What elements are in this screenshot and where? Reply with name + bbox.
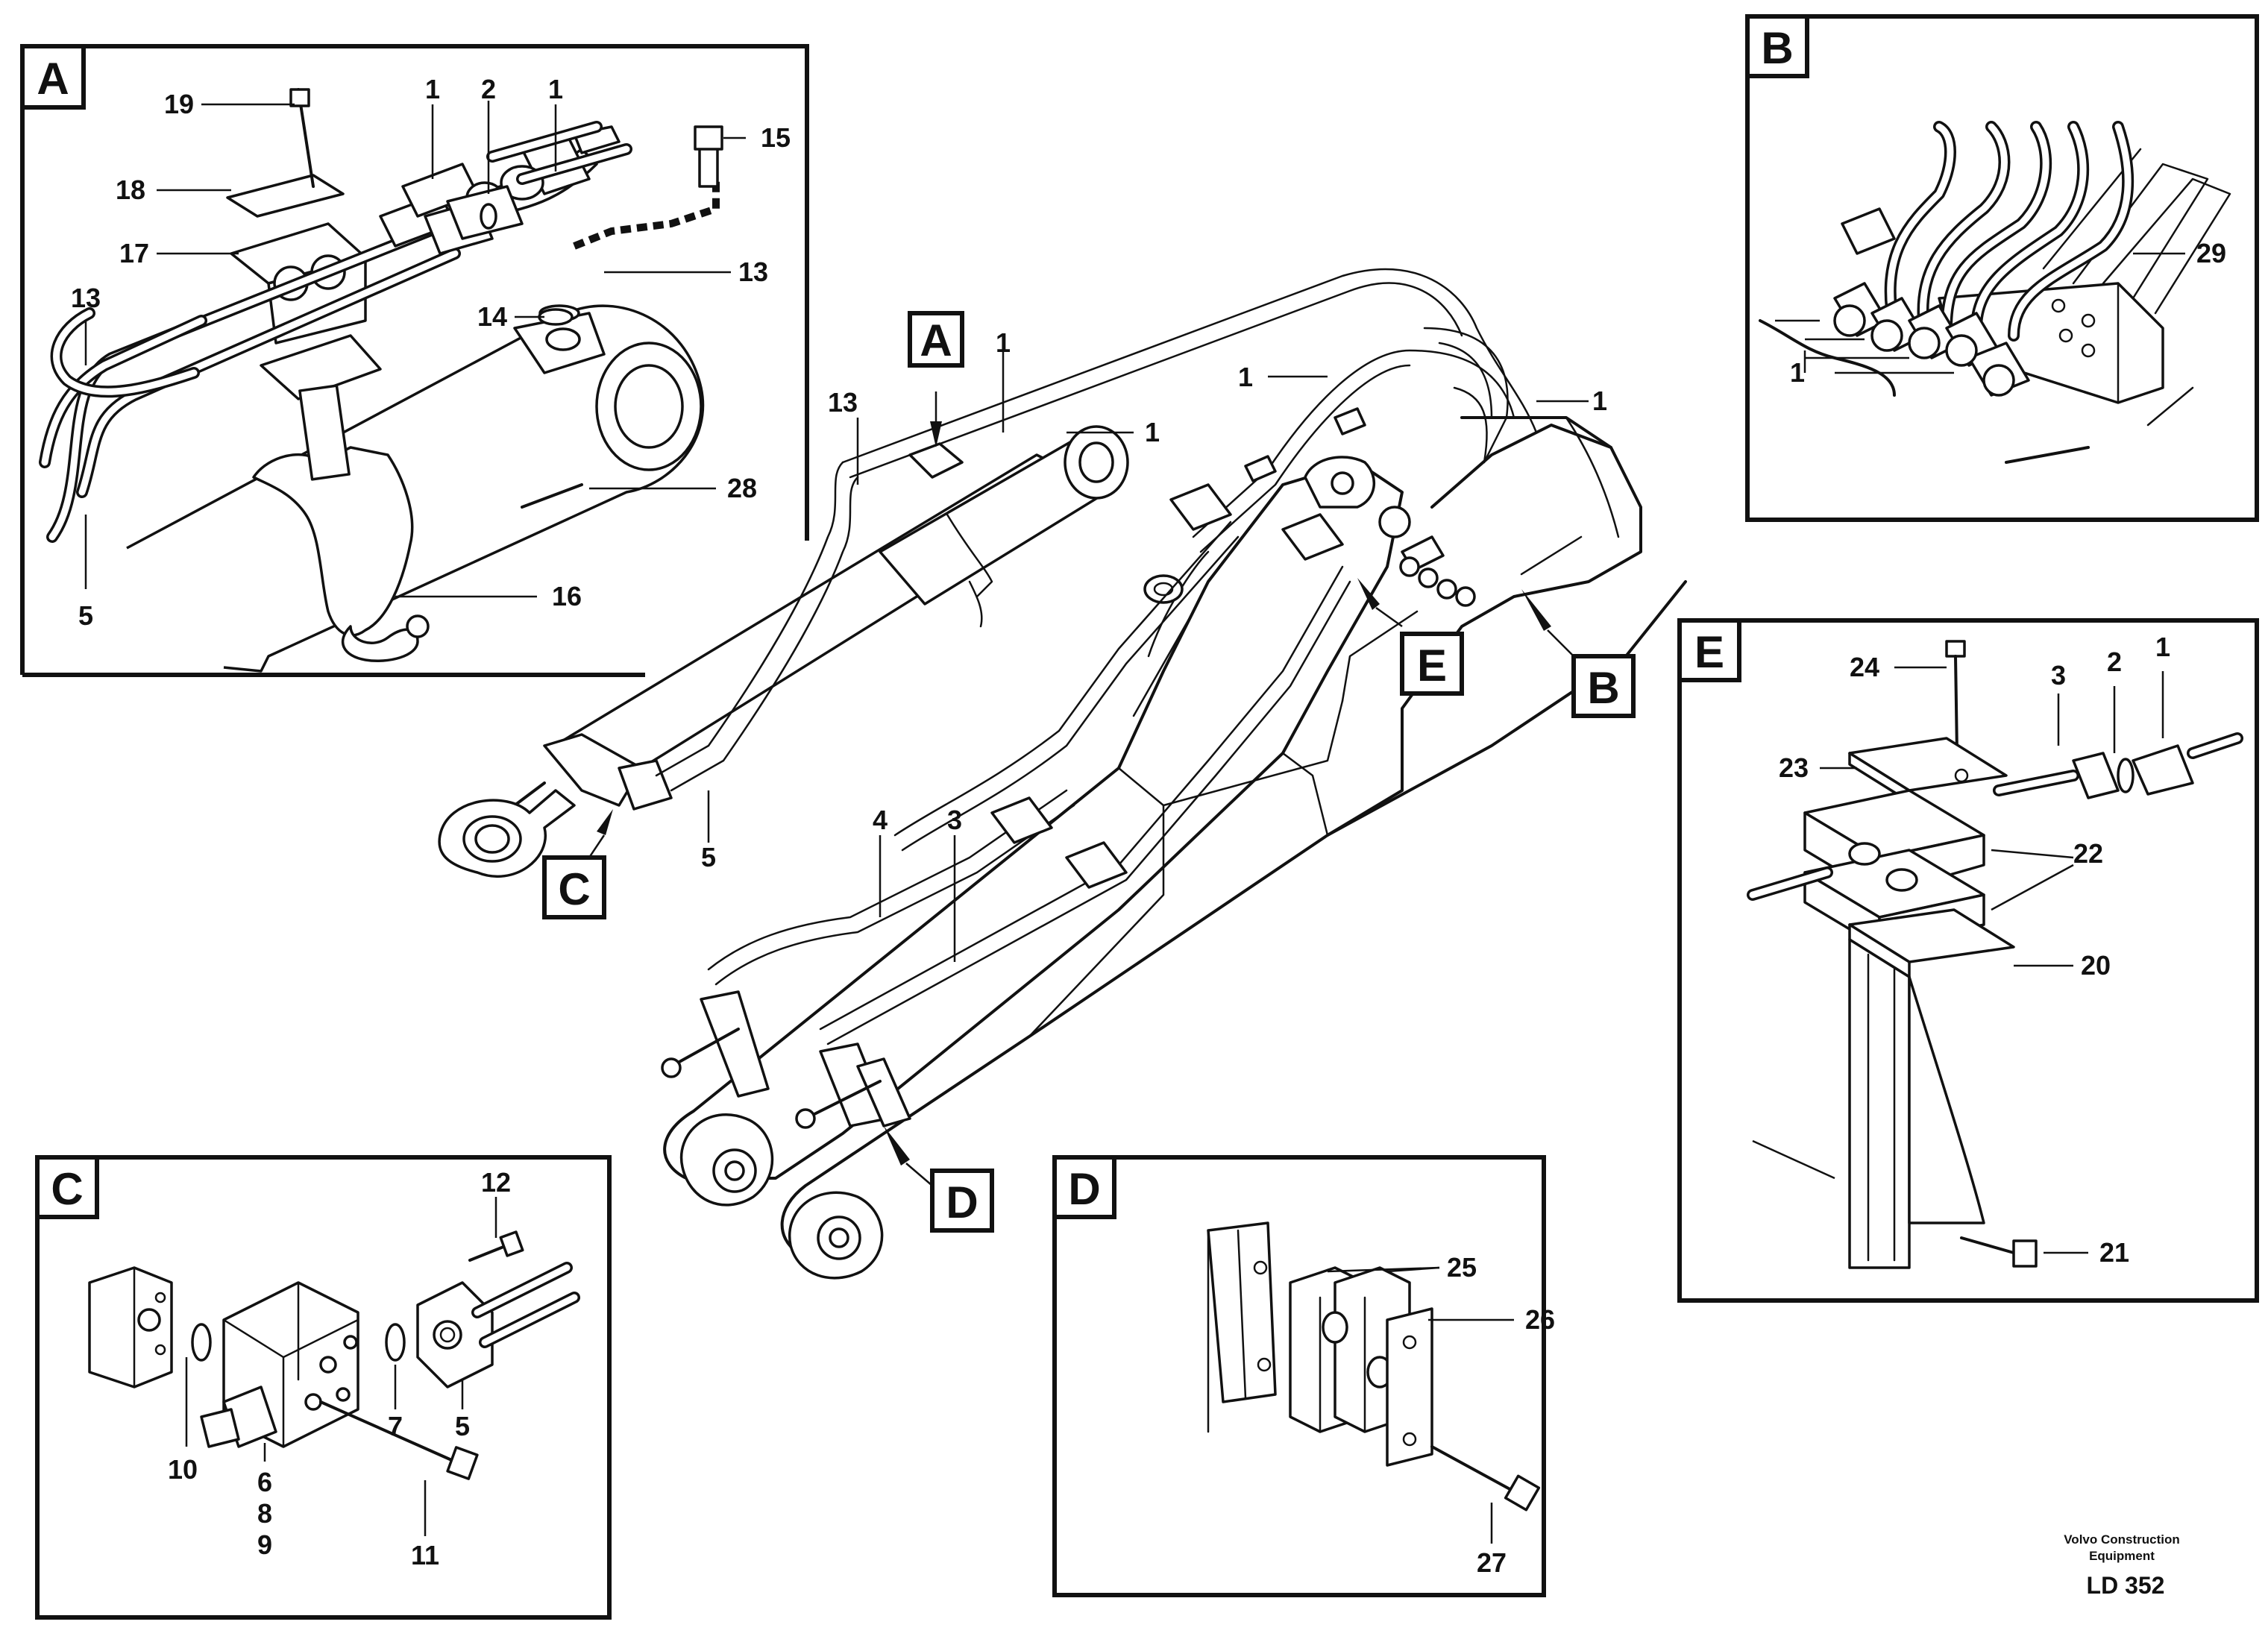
label-12: 12 [481,1167,511,1198]
label-28: 28 [727,473,757,503]
label-7: 7 [388,1411,403,1441]
label-13-main: 13 [828,387,858,418]
callout-e: E [1417,641,1447,691]
lift-cylinder [438,425,1129,878]
label-17: 17 [119,238,149,268]
section-d-box [1052,1155,1116,1219]
label-3-e: 3 [2051,660,2066,691]
label-8: 8 [257,1498,272,1529]
callout-badges: A C D E B [542,311,1636,1233]
label-1-main-c: 1 [1238,362,1253,392]
section-e-title: E [1694,627,1724,677]
label-10: 10 [168,1454,198,1485]
main-leaders [588,350,1589,1186]
callout-b: B [1587,663,1619,713]
label-9: 9 [257,1529,272,1560]
footer: Volvo Construction Equipment LD 352 [2064,1532,2180,1599]
label-13-a-left: 13 [71,283,101,313]
section-e: E [1677,618,2259,1303]
label-22: 22 [2073,838,2103,869]
callout-c: C [558,864,590,914]
label-19: 19 [164,89,194,119]
label-14: 14 [477,301,507,332]
section-b: B [1745,14,2259,522]
label-6: 6 [257,1467,272,1497]
label-29: 29 [2196,238,2226,268]
label-13-a-right: 13 [738,257,768,287]
section-a-box [20,44,86,110]
callout-a-box [908,311,964,368]
label-11: 11 [411,1540,439,1570]
company-name-line2: Equipment [2089,1549,2155,1563]
section-a-title: A [37,54,69,104]
label-5-main: 5 [701,842,716,872]
label-1-e: 1 [2155,632,2170,662]
boom-assembly [663,416,1687,1280]
main-labels: 1 1 1 1 13 5 4 3 [701,327,1607,872]
section-c-box [35,1155,99,1219]
label-1-a-right: 1 [548,74,563,104]
label-5-c: 5 [455,1411,470,1441]
label-15: 15 [761,122,791,153]
label-21: 21 [2099,1237,2129,1268]
label-2-e: 2 [2107,647,2122,677]
label-1-main-d: 1 [1592,386,1607,416]
label-24: 24 [1850,652,1879,682]
label-4-main: 4 [873,805,888,835]
callout-a: A [920,315,952,365]
company-name: Volvo Construction [2064,1532,2180,1547]
label-18: 18 [116,174,145,205]
label-3-main: 3 [947,805,962,835]
label-2-a: 2 [481,74,496,104]
section-c-title: C [51,1164,83,1214]
section-b-title: B [1761,23,1793,73]
section-d: D 25 26 27 [1052,1155,1555,1597]
label-1-b: 1 [1790,357,1805,388]
label-16: 16 [552,581,582,611]
label-27: 27 [1477,1547,1507,1578]
label-1-main-b: 1 [1145,417,1160,447]
label-1-a-left: 1 [425,74,440,104]
label-25: 25 [1447,1252,1477,1283]
section-d-title: D [1068,1164,1100,1214]
label-1-main-a: 1 [996,327,1011,358]
callout-e-box [1400,632,1464,696]
label-26: 26 [1525,1304,1555,1335]
label-5-a: 5 [78,600,93,631]
boom-clamps [661,442,1476,1129]
section-a: A [20,44,809,677]
main-hoses [655,268,1538,1045]
section-b-box [1745,14,1809,78]
label-23: 23 [1779,752,1809,783]
callout-d-box [930,1169,994,1233]
section-e-box [1677,618,1741,682]
drawing-code: LD 352 [2087,1572,2165,1599]
callout-d: D [946,1177,978,1227]
section-c: C [35,1155,612,1620]
label-20: 20 [2081,950,2111,981]
callout-c-box [542,855,606,919]
callout-b-box [1571,654,1636,718]
